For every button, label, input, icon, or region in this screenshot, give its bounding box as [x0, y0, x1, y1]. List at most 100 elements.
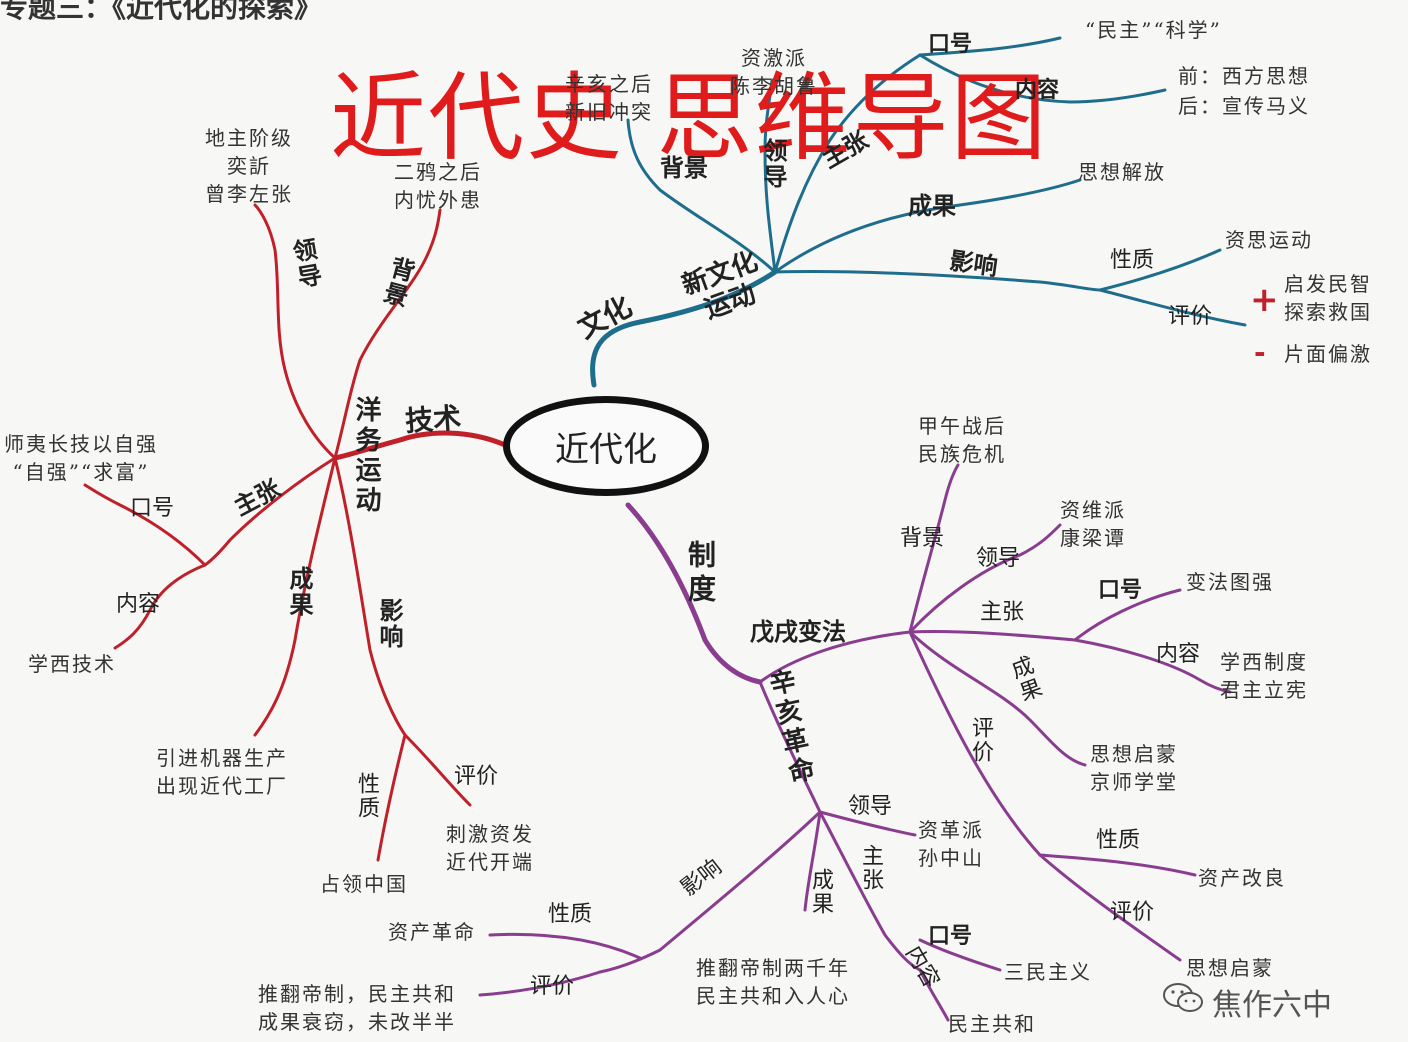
- tech-nature-line: [376, 733, 407, 862]
- reform-claim-label: 主张: [980, 600, 1025, 625]
- rev-content-line: [918, 968, 950, 1022]
- reform-leader-line: [908, 523, 1062, 634]
- reform-bg-line: [908, 463, 960, 634]
- reform-content-line: [1073, 638, 1232, 694]
- rev-result-label: 成果: [808, 868, 833, 916]
- culture-impact-label: 影响: [947, 246, 1000, 282]
- page-title: 近代史 思维导图: [330, 62, 1049, 174]
- rev-impact-line: [598, 810, 822, 974]
- tech-eval-line: [403, 733, 472, 807]
- tech-content-text: 学西技术: [28, 652, 116, 676]
- culture-content-line: [918, 53, 1167, 104]
- tech-claim-line: [203, 456, 337, 567]
- rev-slogan-label: 口号: [928, 924, 973, 949]
- wechat-icon: [1163, 983, 1203, 1012]
- rev-nature-text: 资产革命: [388, 920, 476, 944]
- reform-content-label: 内容: [1156, 642, 1201, 667]
- culture-leader-line: [763, 78, 777, 274]
- culture-leader-text: 资激派 陈李胡鲁: [730, 46, 818, 98]
- tech-content-line: [113, 563, 207, 650]
- tech-trunk: [332, 430, 508, 461]
- culture-eval-plus-text: 启发民智 探索救国: [1284, 272, 1372, 324]
- culture-content-text-2: 后：宣传马义: [1178, 94, 1310, 118]
- reform-result-text: 思想启蒙 京师学堂: [1090, 742, 1178, 794]
- culture-eval-minus-text: 片面偏激: [1284, 342, 1372, 366]
- culture-bg-label: 背景: [660, 154, 708, 182]
- tech-slogan-text: 师夷长技以自强 “自强”“求富”: [4, 432, 158, 484]
- rev-nature-label: 性质: [548, 902, 593, 927]
- tech-eval-text: 刺激资发 近代开端: [446, 822, 534, 874]
- culture-slogan-line: [918, 36, 1062, 57]
- reform-eval2-line: [1038, 853, 1182, 962]
- reform-result-line: [908, 630, 1087, 767]
- tech-slogan-label: 口号: [130, 496, 175, 521]
- tech-branch-label: 技术: [404, 401, 463, 438]
- tech-node: 洋务运动: [351, 396, 381, 516]
- tech-result-line: [253, 456, 337, 737]
- reform-eval-label: 评价: [968, 716, 993, 764]
- rev-eval-label: 评价: [530, 974, 575, 999]
- reform-nature-line: [1038, 853, 1197, 877]
- reform-claim-line: [908, 630, 1077, 642]
- rev-eval-text: 推翻帝制，民主共和 成果衰窃，未改半半: [258, 982, 456, 1034]
- tech-leader-line: [253, 203, 337, 460]
- tech-nature-label: 性质: [354, 772, 379, 820]
- reform-trunk: [758, 630, 912, 684]
- culture-bg-line: [626, 118, 777, 274]
- rev-leader-line: [818, 810, 917, 837]
- reform-eval2-label: 评价: [1110, 900, 1155, 925]
- tech-bg-text: 二鸦之后 内忧外患: [394, 160, 482, 212]
- plus-sign: +: [1250, 280, 1279, 320]
- rev-claim-label: 主张: [858, 844, 883, 892]
- culture-slogan-label: 口号: [928, 32, 973, 57]
- tech-content-label: 内容: [116, 592, 161, 617]
- system-branch-label: 制度: [684, 540, 717, 608]
- reform-slogan-line: [1073, 588, 1182, 642]
- tech-impact-label: 影响: [375, 598, 403, 650]
- tech-result-label: 成果: [285, 566, 313, 618]
- reform-slogan-label: 口号: [1098, 578, 1143, 603]
- rev-leader-text: 资革派 孙中山: [918, 818, 984, 870]
- culture-slogan-text: “民主”“科学”: [1085, 18, 1222, 42]
- rev-result-text: 推翻帝制两千年 民主共和入人心: [696, 956, 850, 1008]
- rev-slogan-text: 三民主义: [1004, 960, 1092, 984]
- culture-bg-text: 辛亥之后 新旧冲突: [565, 72, 653, 124]
- reform-eval-line: [908, 630, 1042, 857]
- rev-claim-line: [818, 810, 922, 972]
- tech-impact-line: [333, 456, 407, 737]
- culture-content-text-1: 前：西方思想: [1178, 64, 1310, 88]
- reform-slogan-text: 变法图强: [1186, 570, 1274, 594]
- rev-result-line: [803, 810, 822, 912]
- culture-nature-line: [1098, 248, 1222, 292]
- reform-bg-text: 甲午战后 民族危机: [918, 414, 1006, 466]
- culture-eval-line: [1098, 288, 1247, 327]
- reform-nature-label: 性质: [1096, 828, 1141, 853]
- reform-leader-label: 领导: [976, 546, 1021, 571]
- culture-eval-label: 评价: [1168, 304, 1213, 329]
- tech-slogan-line: [83, 483, 207, 567]
- culture-content-label: 内容: [1015, 78, 1060, 103]
- culture-trunk: [590, 269, 778, 388]
- reform-content-text: 学西制度 君主立宪: [1220, 650, 1308, 702]
- rev-eval-line: [478, 970, 602, 997]
- tech-nature-text: 占领中国: [320, 872, 408, 896]
- rev-leader-label: 领导: [848, 794, 893, 819]
- revolution-trunk: [758, 680, 822, 814]
- reform-nature-text: 资产改良: [1198, 866, 1286, 890]
- center-label: 近代化: [555, 429, 657, 470]
- culture-nature-text: 资思运动: [1225, 228, 1313, 252]
- tech-leader-text: 地主阶级 奕訢 曾李左张: [205, 126, 293, 206]
- header-text: 专题三：《近代化的探索》: [0, 0, 323, 24]
- culture-impact-line: [773, 270, 1102, 292]
- watermark-text: 焦作六中: [1212, 988, 1332, 1023]
- center-node[interactable]: 近代化: [503, 396, 709, 496]
- culture-nature-label: 性质: [1110, 248, 1155, 273]
- reform-leader-text: 资维派 康梁谭: [1060, 498, 1126, 550]
- rev-nature-line: [488, 932, 642, 960]
- system-trunk: [625, 502, 763, 685]
- culture-leader-label: 领导: [759, 138, 787, 190]
- rev-content-text: 民主共和: [948, 1012, 1036, 1036]
- minus-sign: -: [1254, 336, 1266, 369]
- tech-result-text: 引进机器生产 出现近代工厂: [156, 746, 288, 798]
